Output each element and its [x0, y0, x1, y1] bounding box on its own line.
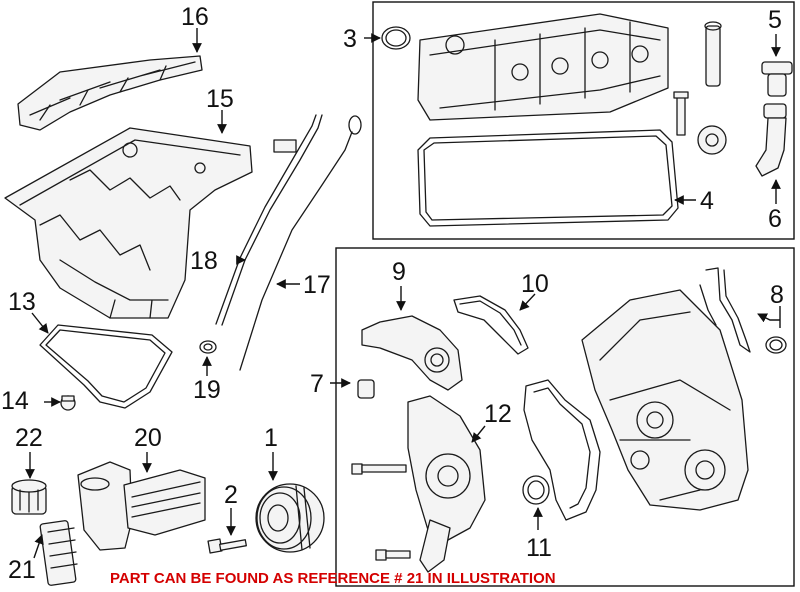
callout-15: 15 — [206, 85, 234, 113]
callout-2: 2 — [224, 481, 238, 509]
callout-5: 5 — [768, 6, 782, 34]
thermostat-gasket-part[interactable] — [453, 295, 529, 355]
oil-pan-upper-part[interactable] — [4, 127, 253, 319]
callout-13: 13 — [8, 288, 36, 316]
callout-18: 18 — [190, 247, 218, 275]
thermostat-housing-part[interactable] — [361, 315, 463, 391]
water-pump-seal-part[interactable] — [522, 475, 550, 505]
callout-9: 9 — [392, 258, 406, 286]
timing-cover-plug-part[interactable] — [357, 379, 375, 399]
valve-cover-gasket-part[interactable] — [417, 129, 679, 227]
callout-3: 3 — [343, 25, 357, 53]
timing-cover-group-box — [335, 247, 795, 587]
callout-12: 12 — [484, 400, 512, 428]
callout-6: 6 — [768, 205, 782, 233]
valve-cover-group-box — [372, 1, 795, 240]
callout-11: 11 — [526, 534, 552, 562]
valve-cover-seal-part[interactable] — [381, 26, 411, 50]
dipstick-part[interactable] — [239, 115, 362, 371]
callout-16: 16 — [181, 3, 209, 31]
callout-22: 22 — [15, 424, 43, 452]
valve-cover-tube-part[interactable] — [704, 21, 722, 87]
oil-filter-cap-part[interactable] — [11, 479, 47, 515]
callout-19: 19 — [193, 376, 221, 404]
callout-17: 17 — [303, 271, 331, 299]
oil-fill-tube-part[interactable] — [755, 103, 787, 177]
dipstick-tube-part[interactable] — [215, 114, 323, 326]
callout-14: 14 — [1, 387, 29, 415]
reference-notice: PART CAN BE FOUND AS REFERENCE # 21 IN I… — [110, 570, 556, 587]
oil-filter-housing-part[interactable] — [77, 461, 206, 551]
callout-7: 7 — [310, 370, 324, 398]
drain-plug-part[interactable] — [60, 395, 76, 411]
water-pump-bolt-upper-part[interactable] — [351, 463, 407, 475]
damper-bolt-part[interactable] — [207, 538, 247, 554]
front-seal-part[interactable] — [765, 336, 787, 354]
callout-8: 8 — [770, 281, 784, 309]
water-pump-gasket-part[interactable] — [523, 379, 601, 521]
valve-cover-part[interactable] — [417, 13, 669, 121]
timing-cover-gasket-part[interactable] — [699, 267, 751, 353]
dipstick-o-ring-part[interactable] — [199, 340, 217, 354]
oil-pan-gasket-part[interactable] — [39, 324, 173, 409]
callout-21: 21 — [8, 556, 36, 584]
callout-20: 20 — [134, 424, 162, 452]
pcv-valve-part[interactable] — [673, 91, 689, 136]
callout-1: 1 — [264, 424, 278, 452]
callout-4: 4 — [700, 187, 714, 215]
oil-fill-cap-part[interactable] — [761, 61, 793, 97]
callout-10: 10 — [521, 270, 549, 298]
valve-cover-grommet-part[interactable] — [697, 125, 727, 155]
water-pump-part[interactable] — [407, 395, 486, 573]
timing-cover-part[interactable] — [581, 289, 749, 511]
crankshaft-pulley-part[interactable] — [255, 483, 325, 553]
oil-filter-element-part[interactable] — [39, 520, 78, 586]
windage-tray-part[interactable] — [17, 55, 203, 131]
water-pump-bolt-lower-part[interactable] — [375, 549, 411, 561]
